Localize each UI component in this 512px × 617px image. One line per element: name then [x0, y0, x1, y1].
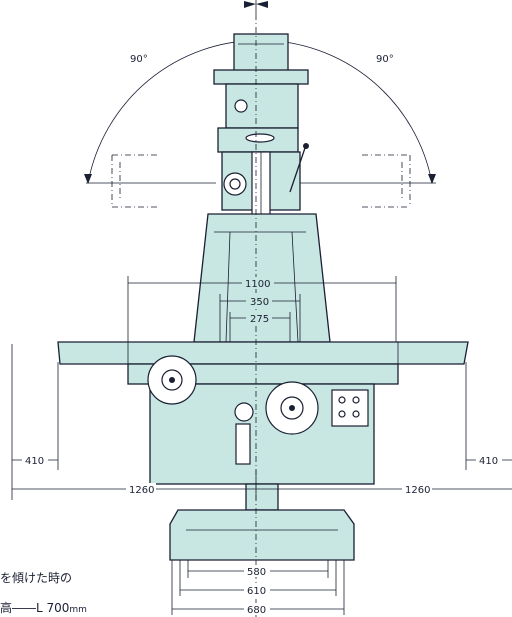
machine-body [57, 33, 469, 561]
tilted-head-ghost-left [111, 154, 160, 208]
dim-410-left: 410 [25, 456, 44, 467]
dim-1260-left: 1260 [129, 485, 154, 496]
note-line-1: を傾けた時の [0, 571, 72, 585]
dim-1260-right: 1260 [405, 485, 430, 496]
dim-680: 680 [247, 605, 266, 616]
angle-label-right: 90° [376, 54, 394, 65]
dim-580: 580 [247, 567, 266, 578]
angle-label-left: 90° [130, 54, 148, 65]
note-unit: mm [69, 605, 87, 615]
note-line-2: 高――L 700mm [0, 600, 87, 615]
tilted-head-ghost-right [362, 154, 411, 208]
dim-1100: 1100 [245, 279, 270, 290]
dim-350: 350 [250, 297, 269, 308]
dim-275: 275 [250, 314, 269, 325]
dim-610: 610 [247, 586, 266, 597]
dim-410-right: 410 [479, 456, 498, 467]
note-height-text: 高――L 700 [0, 600, 69, 615]
